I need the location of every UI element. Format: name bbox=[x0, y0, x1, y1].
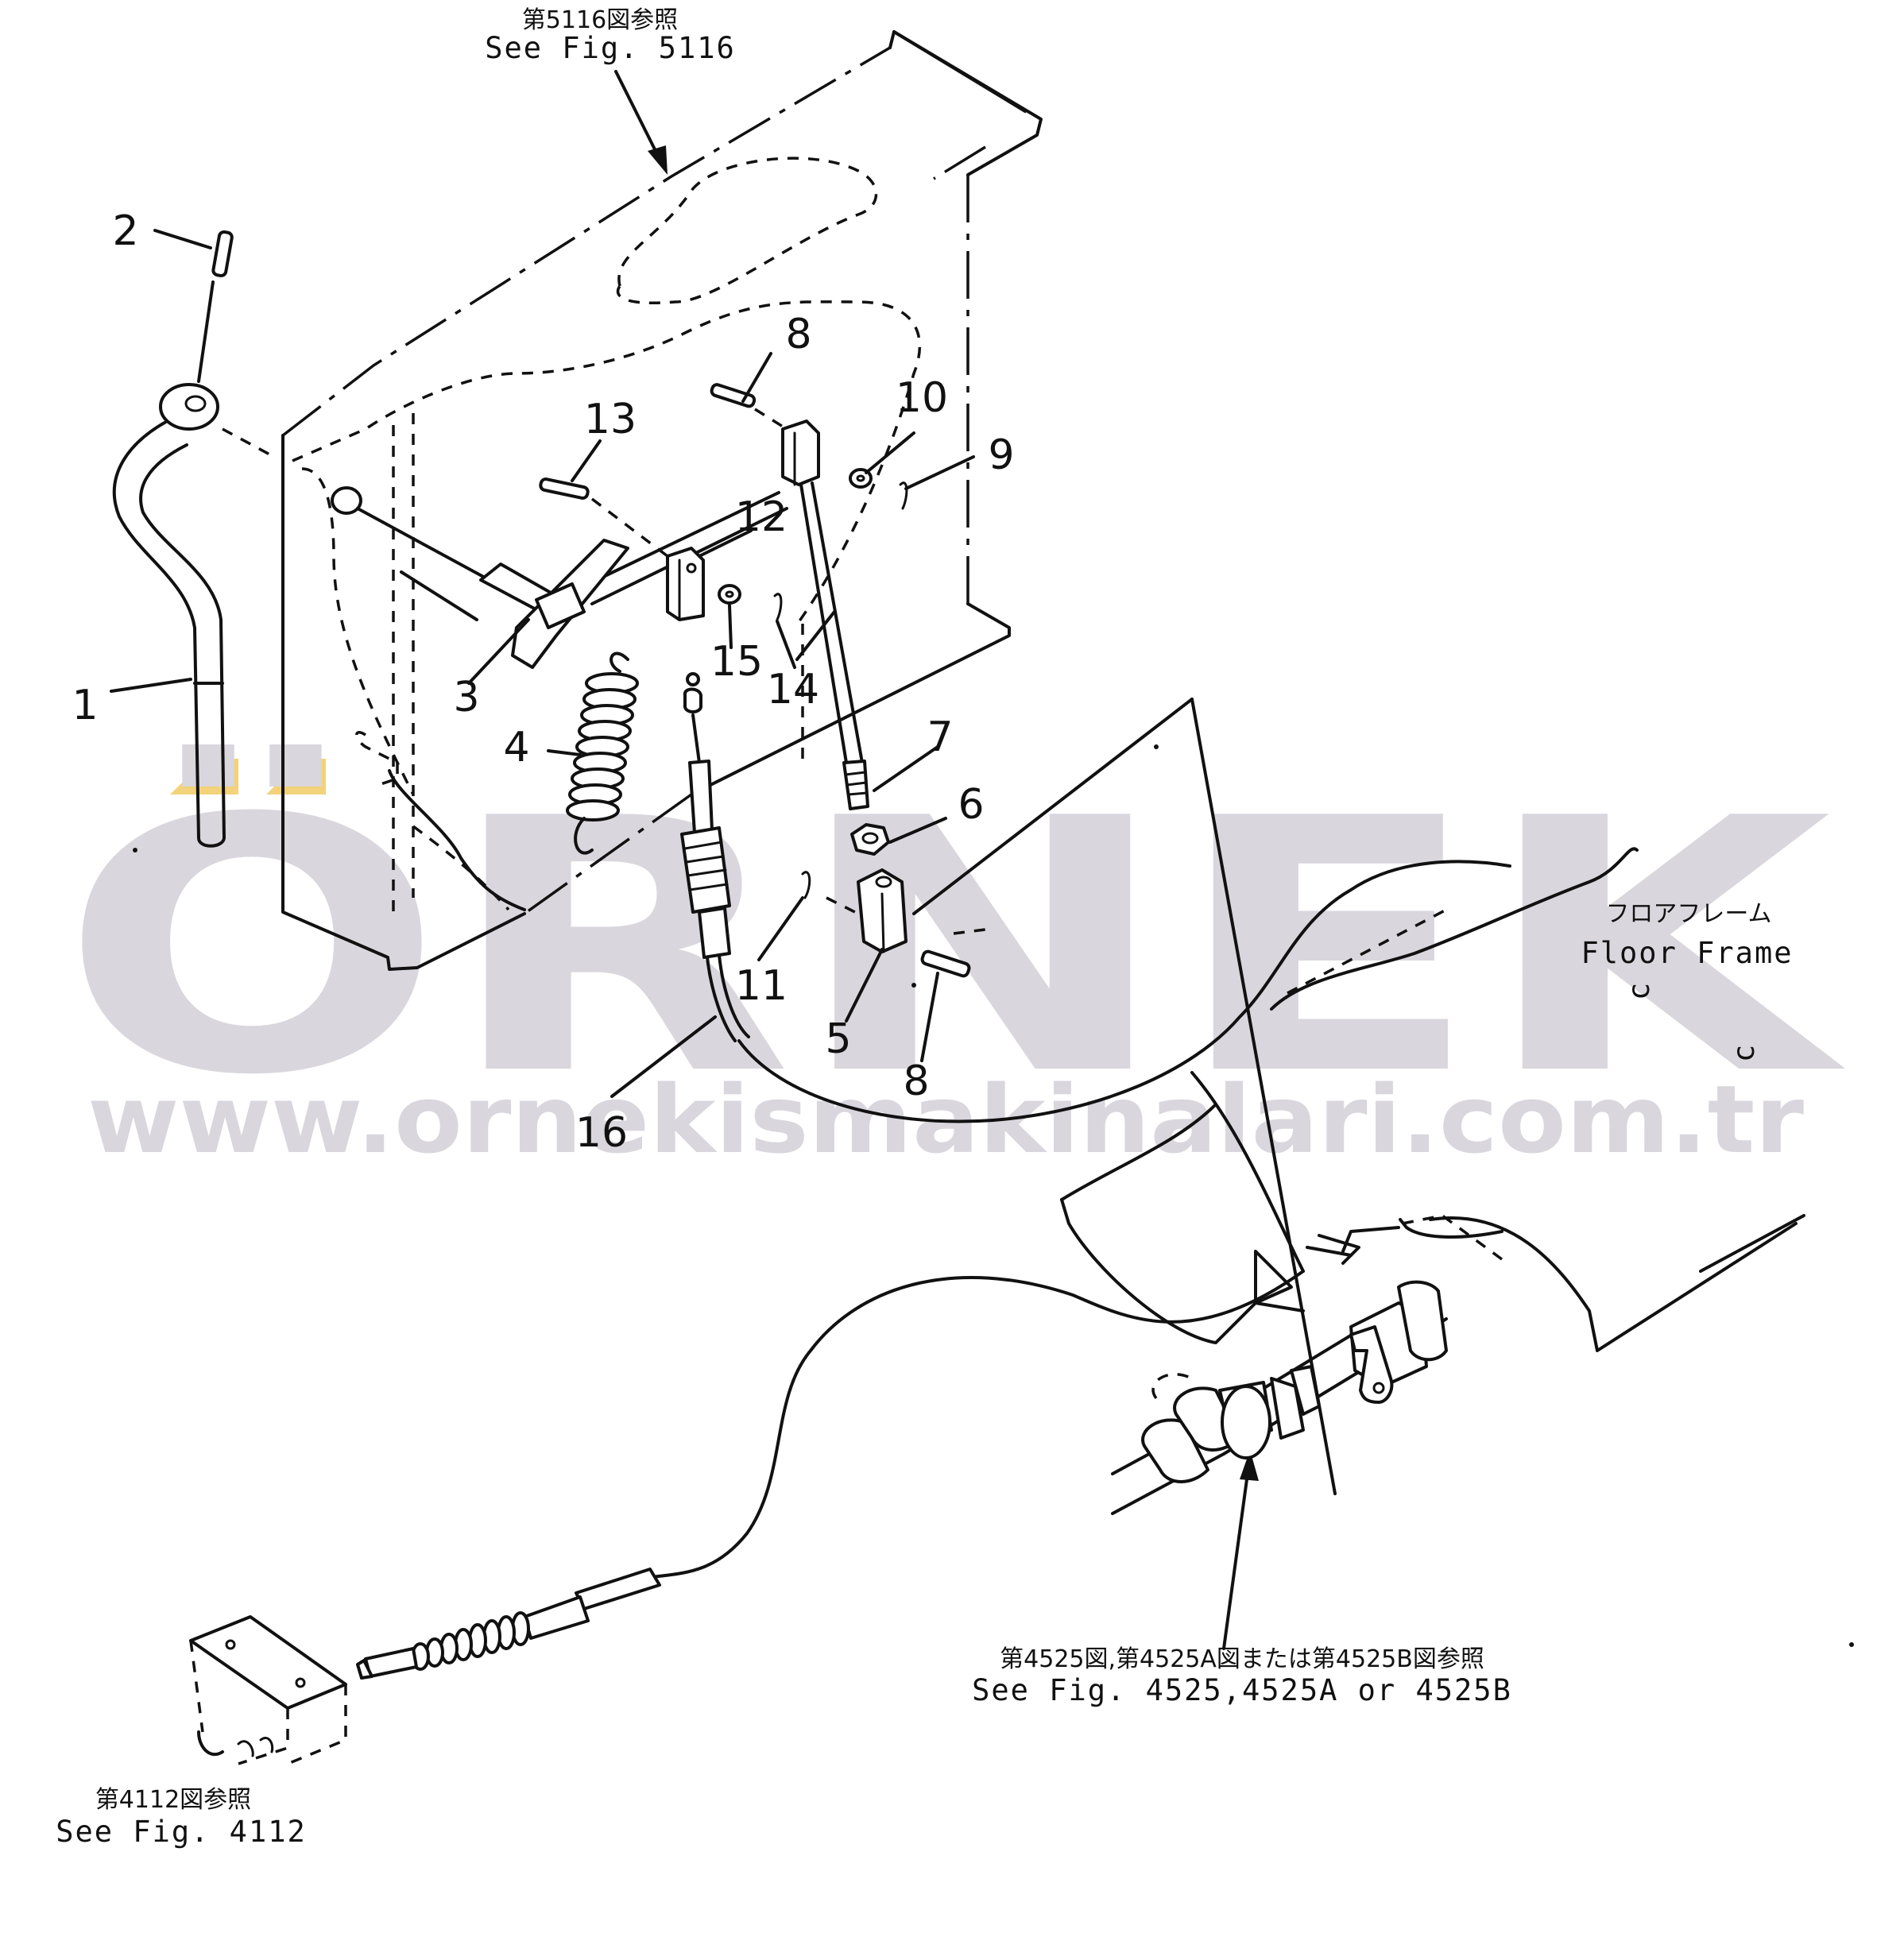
panel-front-edge bbox=[281, 434, 526, 971]
floor-frame-jp: フロアフレーム bbox=[1605, 900, 1771, 928]
rod-part-7 bbox=[781, 419, 869, 810]
bracket-bottom-left bbox=[189, 1615, 347, 1765]
leader-14b bbox=[795, 610, 836, 661]
callout-13: 13 bbox=[584, 396, 637, 443]
leader-2b bbox=[197, 280, 215, 383]
leader-10 bbox=[865, 431, 915, 474]
leader-8-bottom bbox=[920, 972, 939, 1062]
leader-15 bbox=[728, 604, 733, 649]
floor-frame-assembly: c c bbox=[912, 698, 1805, 1515]
scan-dots bbox=[133, 744, 1854, 1647]
arrowhead-icon bbox=[648, 145, 668, 175]
watermark-accent-right bbox=[266, 759, 326, 794]
floor-frame-en: Floor Frame bbox=[1581, 936, 1793, 970]
panel-slot bbox=[616, 157, 878, 305]
leader-7 bbox=[873, 745, 939, 792]
panel-shelf bbox=[690, 602, 1011, 796]
callout-12: 12 bbox=[735, 493, 788, 541]
callouts: 1 2 3 4 5 6 7 8 8 9 10 11 12 13 14 15 16 bbox=[72, 207, 1014, 1157]
leader-5 bbox=[845, 948, 884, 1023]
callout-15: 15 bbox=[710, 638, 763, 686]
leader-lines bbox=[110, 229, 975, 1098]
callout-9: 9 bbox=[988, 431, 1014, 479]
watermark-accent-left bbox=[170, 759, 238, 794]
leader-3 bbox=[467, 618, 530, 685]
split-pin-part-11 bbox=[801, 871, 811, 899]
cable-sleeve bbox=[688, 760, 714, 834]
callout-14: 14 bbox=[767, 666, 819, 713]
reference-bottom-left: 第4112図参照 See Fig. 4112 bbox=[56, 1786, 307, 1849]
reference-bottom-right-en: See Fig. 4525,4525A or 4525B bbox=[972, 1673, 1512, 1707]
callout-6: 6 bbox=[958, 781, 984, 829]
callout-3: 3 bbox=[453, 674, 479, 721]
cable-route-lower bbox=[650, 1270, 1305, 1579]
cable-part-16 bbox=[356, 672, 1511, 1680]
pin-part-2 bbox=[211, 230, 234, 278]
spring-coils bbox=[566, 672, 639, 822]
callout-4: 4 bbox=[503, 724, 529, 771]
rod-clevis bbox=[781, 419, 820, 486]
reference-top-jp: 第5116図参照 bbox=[522, 6, 678, 34]
pin-part-8-bottom bbox=[920, 949, 971, 978]
lever-rod bbox=[112, 416, 226, 848]
panel-outline bbox=[281, 30, 1043, 971]
reference-bottom-left-jp: 第4112図参照 bbox=[95, 1786, 251, 1814]
callout-7: 7 bbox=[927, 713, 953, 761]
clevis bbox=[666, 547, 705, 621]
leader-2 bbox=[153, 229, 212, 249]
washer-part-15 bbox=[718, 584, 741, 605]
leader-11 bbox=[757, 896, 804, 961]
leader-1 bbox=[110, 678, 192, 693]
reference-bottom-right: 第4525図,第4525A図または第4525B図参照 See Fig. 4525… bbox=[972, 1450, 1512, 1707]
pin bbox=[211, 230, 234, 278]
mark-c-1: c bbox=[1622, 981, 1656, 1000]
callout-16: 16 bbox=[575, 1109, 628, 1157]
leader-12 bbox=[698, 529, 753, 558]
leader-9 bbox=[904, 455, 975, 490]
spring-part-4 bbox=[566, 651, 639, 855]
reference-top: 第5116図参照 See Fig. 5116 bbox=[485, 6, 736, 175]
split-pin-part-14 bbox=[773, 593, 783, 621]
clevis-part-12 bbox=[666, 547, 705, 621]
reference-bottom-right-jp: 第4525図,第4525A図または第4525B図参照 bbox=[1000, 1645, 1484, 1673]
cable-fitting bbox=[680, 826, 731, 914]
leader-4 bbox=[547, 749, 582, 756]
callout-11: 11 bbox=[735, 962, 788, 1010]
block-part-5 bbox=[826, 868, 907, 953]
cable-end-fitting bbox=[523, 1595, 590, 1640]
reference-bottom-left-en: See Fig. 4112 bbox=[56, 1815, 307, 1849]
leader-16 bbox=[610, 1015, 717, 1098]
callout-8-bottom: 8 bbox=[903, 1057, 929, 1105]
pin-part-13 bbox=[539, 477, 669, 558]
lever-boss bbox=[159, 383, 219, 431]
cable-end-bellows bbox=[411, 1611, 530, 1671]
leader-14 bbox=[776, 620, 796, 669]
panel-top-edge bbox=[281, 46, 891, 437]
lever-part-1 bbox=[112, 383, 275, 848]
leader-13 bbox=[571, 439, 602, 482]
panel-cutout-upper bbox=[292, 300, 922, 629]
callout-5: 5 bbox=[825, 1015, 851, 1063]
callout-2: 2 bbox=[112, 207, 138, 255]
arrowhead-icon bbox=[1240, 1450, 1259, 1481]
leader-8-top bbox=[741, 352, 772, 403]
callout-1: 1 bbox=[72, 682, 98, 729]
callout-8-top: 8 bbox=[785, 311, 811, 358]
mark-c-2: c bbox=[1727, 1043, 1761, 1062]
callout-10: 10 bbox=[896, 374, 948, 422]
reference-floor-frame: フロアフレーム Floor Frame bbox=[1581, 900, 1793, 970]
cable-route-upper bbox=[737, 860, 1511, 1123]
lever-arm-part-3 bbox=[331, 486, 629, 669]
split-pin-part-9 bbox=[899, 481, 908, 510]
reference-top-en: See Fig. 5116 bbox=[485, 31, 736, 65]
leader-6 bbox=[888, 817, 947, 844]
watermark-url: www.ornekismakinalari.com.tr bbox=[87, 1065, 1804, 1174]
panel-bracket-small bbox=[355, 730, 399, 788]
reference-bottom-right-leader bbox=[1222, 1460, 1251, 1650]
panel-flange bbox=[888, 30, 1043, 176]
